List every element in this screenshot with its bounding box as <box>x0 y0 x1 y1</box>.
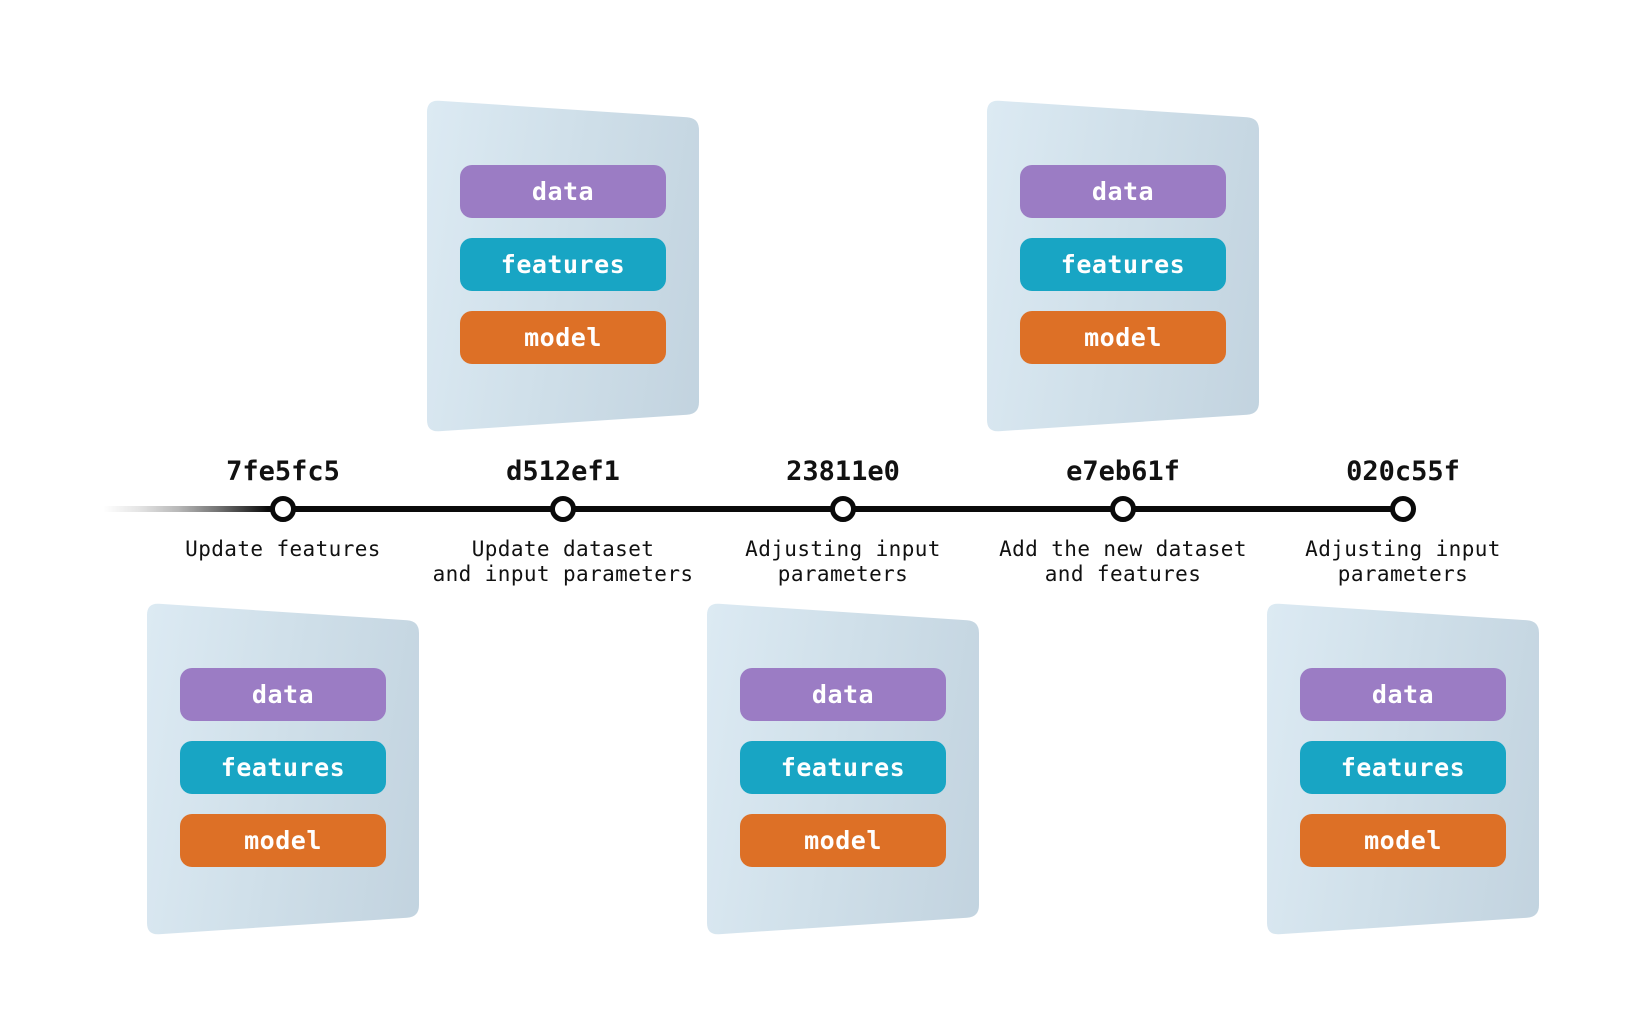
snapshot-card: data features model <box>987 100 1259 436</box>
data-pill: data <box>460 165 666 218</box>
features-pill: features <box>740 741 946 794</box>
data-pill: data <box>740 668 946 721</box>
features-pill: features <box>1300 741 1506 794</box>
snapshot-card: data features model <box>1267 603 1539 939</box>
model-pill: model <box>180 814 386 867</box>
commit-hash-label: e7eb61f <box>1066 456 1180 487</box>
commit-node-dot <box>270 496 296 522</box>
commit-node-dot <box>830 496 856 522</box>
commit-node-dot <box>550 496 576 522</box>
commit-hash-label: 7fe5fc5 <box>226 456 340 487</box>
commit-message: Adjusting input parameters <box>1305 537 1501 586</box>
model-pill: model <box>460 311 666 364</box>
snapshot-card: data features model <box>147 603 419 939</box>
commit-message: Add the new dataset and features <box>999 537 1247 586</box>
commit-node-dot <box>1110 496 1136 522</box>
data-pill: data <box>1020 165 1226 218</box>
model-pill: model <box>1020 311 1226 364</box>
snapshot-card: data features model <box>707 603 979 939</box>
timeline-line <box>103 506 1403 512</box>
model-pill: model <box>1300 814 1506 867</box>
commit-message: Update features <box>185 537 381 561</box>
data-pill: data <box>1300 668 1506 721</box>
commit-message: Update dataset and input parameters <box>432 537 694 586</box>
commit-hash-label: d512ef1 <box>506 456 620 487</box>
data-pill: data <box>180 668 386 721</box>
model-pill: model <box>740 814 946 867</box>
commit-message: Adjusting input parameters <box>745 537 941 586</box>
snapshot-card: data features model <box>427 100 699 436</box>
commit-node-dot <box>1390 496 1416 522</box>
features-pill: features <box>180 741 386 794</box>
features-pill: features <box>1020 238 1226 291</box>
features-pill: features <box>460 238 666 291</box>
commit-hash-label: 020c55f <box>1346 456 1460 487</box>
commit-hash-label: 23811e0 <box>786 456 900 487</box>
